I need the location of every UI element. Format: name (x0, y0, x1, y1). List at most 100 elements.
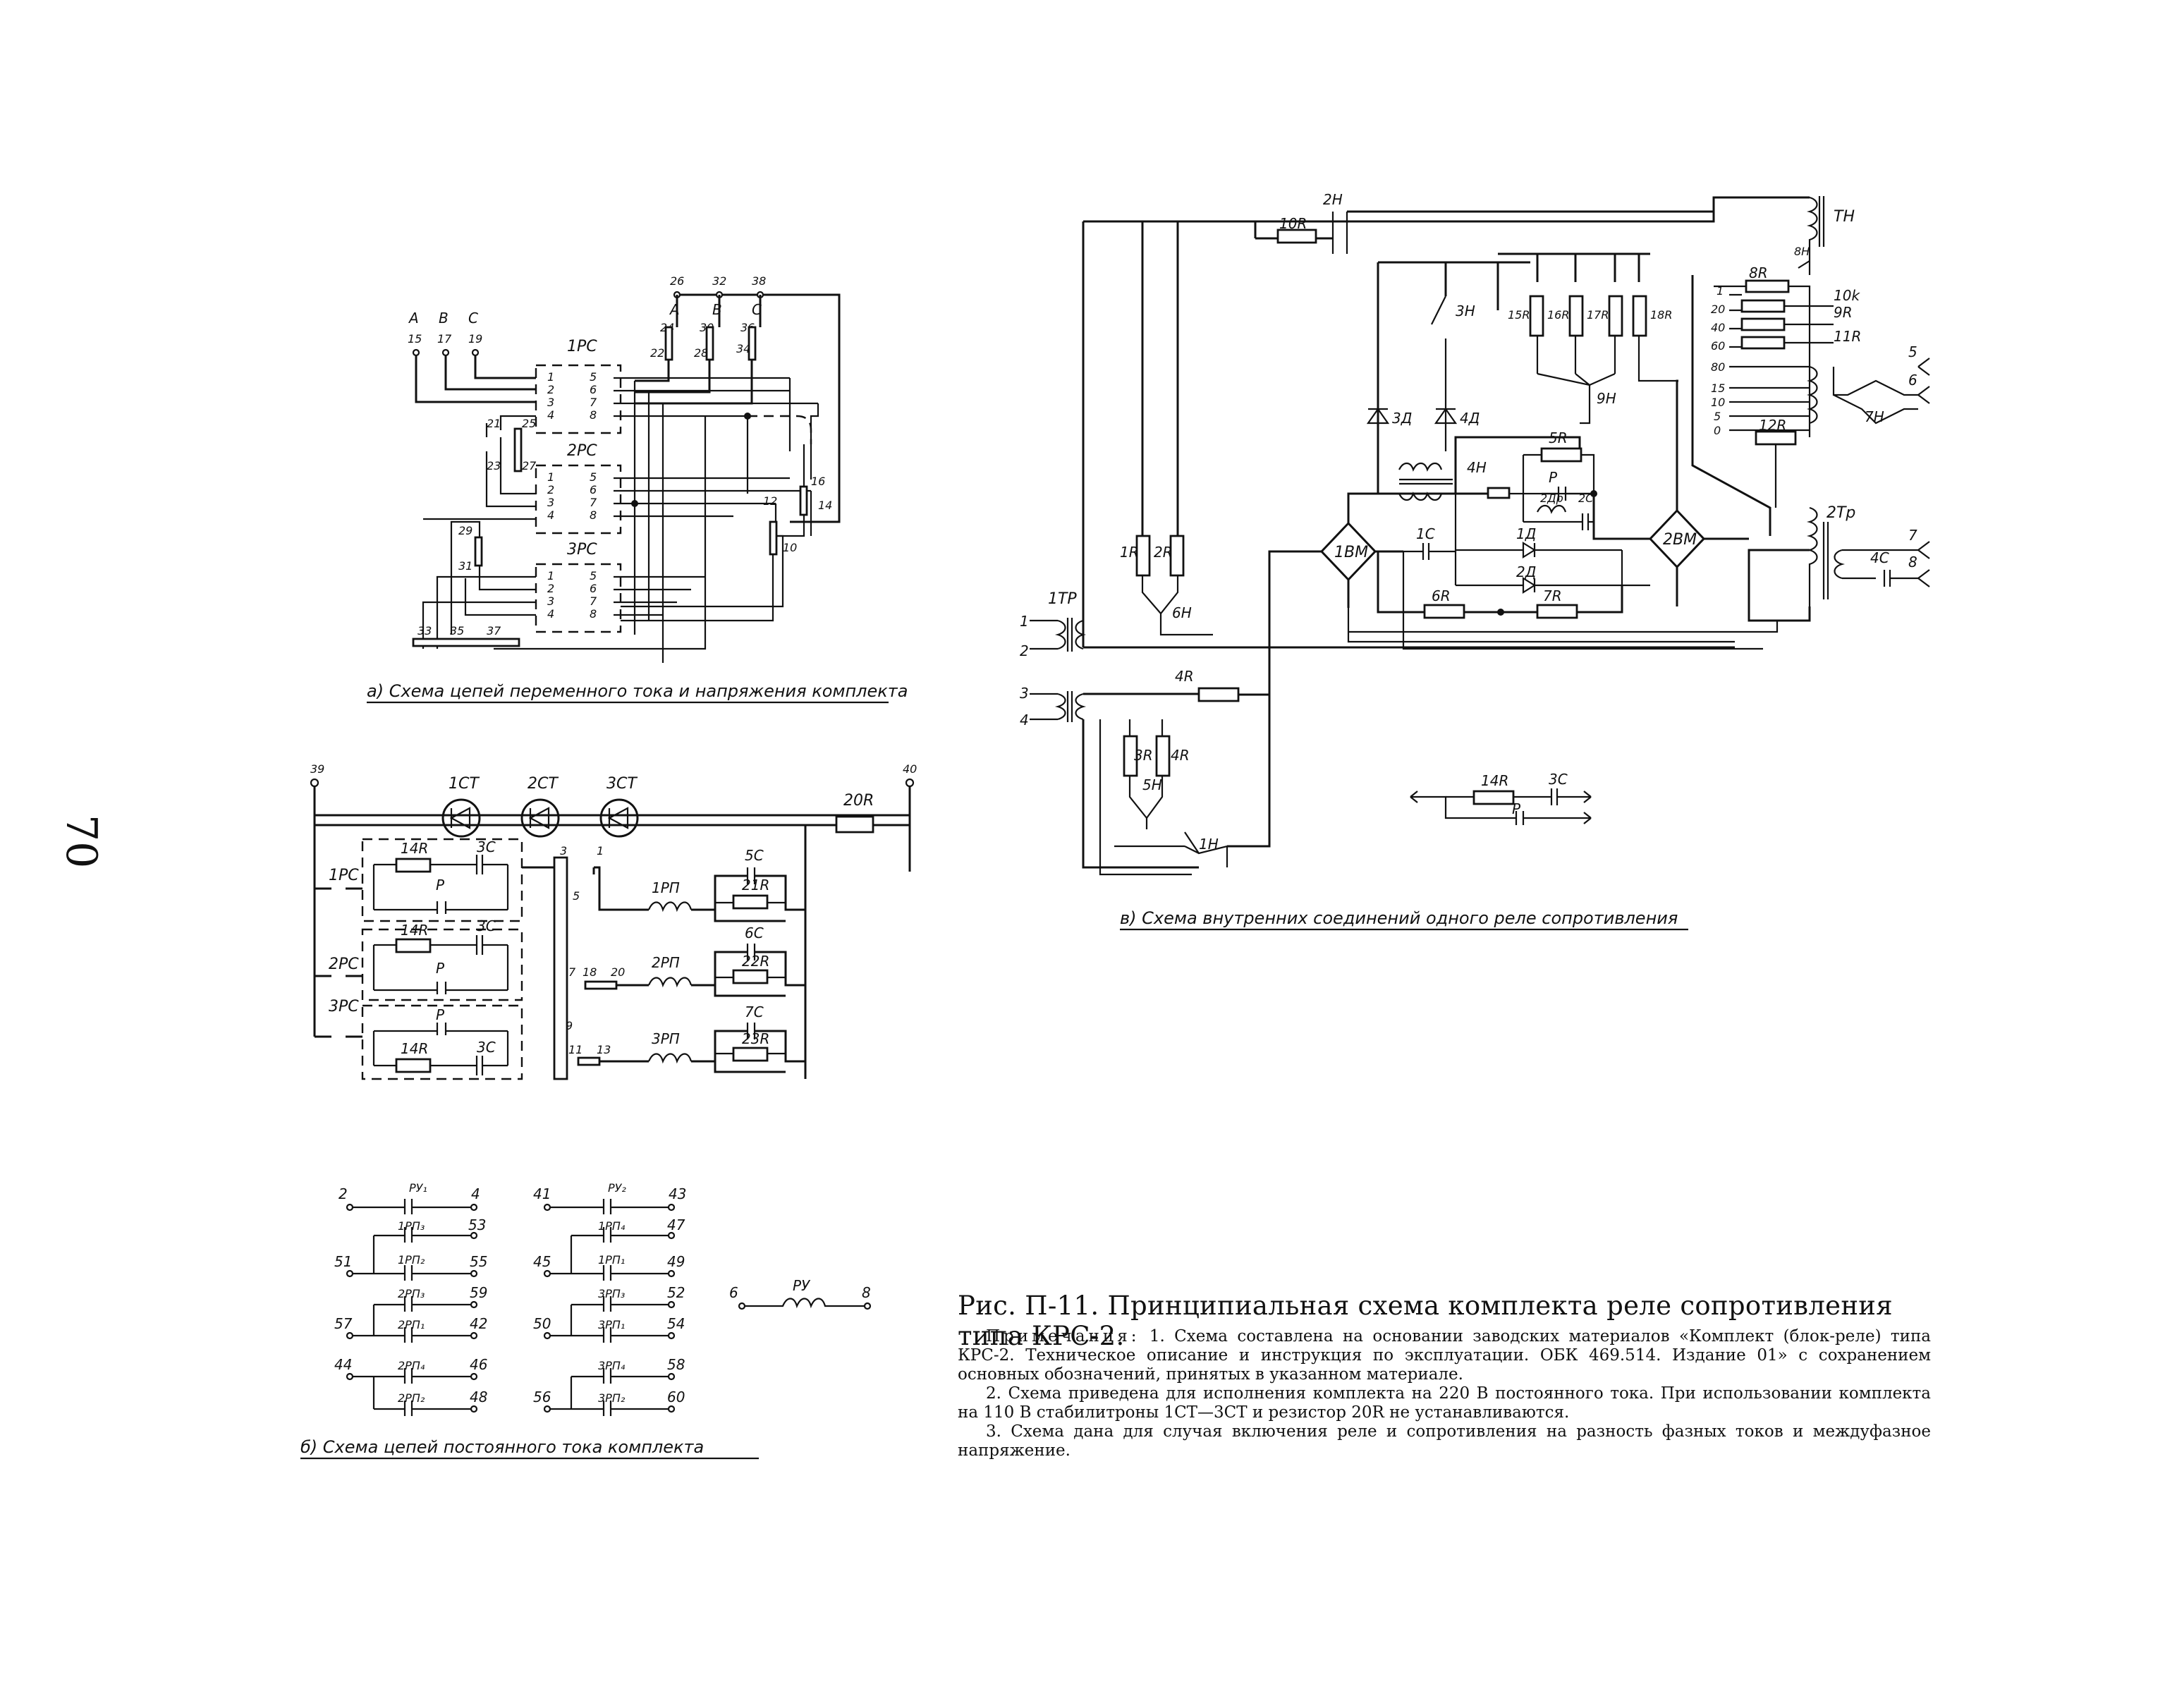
resistor-13r-label: 12R (1759, 417, 1786, 434)
relay-3rs-label: 3РС (567, 541, 597, 559)
coil-terminal-8: 8 (862, 1284, 871, 1301)
zener-3st-label: 3СТ (606, 775, 638, 793)
dc-terminal-50: 50 (533, 1315, 551, 1332)
terminal-34-label: 34 (736, 342, 750, 355)
pin-label: 3 (547, 496, 554, 509)
resistor-2r-label: 2R (1154, 544, 1173, 561)
dc-row-1-pin-b: 1 (597, 844, 604, 858)
dc-row-2-coil: 2РП (652, 954, 680, 971)
dc-terminal-53: 53 (468, 1216, 486, 1233)
dc-row-2-res: 22R (742, 953, 769, 970)
tap-10: 10 (1711, 396, 1725, 409)
dc-terminal-52: 52 (667, 1284, 685, 1301)
relay-p-label: Р (1549, 469, 1558, 486)
dc-row-2-relay: 2РС (329, 956, 359, 973)
switch-7n: 7Н 5 6 (1832, 343, 1930, 425)
tap-80: 80 (1711, 360, 1725, 374)
tap-10k-label: 10k (1834, 287, 1860, 304)
dc-terminal-44: 44 (334, 1356, 352, 1373)
switch-7n-label: 7Н (1865, 408, 1884, 425)
terminal-40-label: 40 (903, 762, 917, 776)
resistor-12r-label: 11R (1834, 328, 1861, 345)
resistor-10r: 10R 2Н (1255, 191, 1714, 254)
dc-terminal-55: 55 (470, 1253, 487, 1270)
relay-2rs-label: 2РС (567, 442, 597, 460)
pin-label: 2 (547, 483, 554, 496)
terminal-37-label: 37 (487, 624, 501, 638)
resistor-10r-label: 10R (1279, 215, 1307, 232)
resistor-17r-label: 17R (1587, 308, 1609, 322)
input-1-label: 1 (1020, 613, 1029, 630)
terminal-33-label: 33 (417, 624, 432, 638)
pin-label: 8 (590, 508, 597, 522)
dc-row-2-cap: 6С (745, 925, 764, 941)
dc-row-2-pin-a: 7 (568, 965, 576, 979)
terminal-19-label: 19 (468, 332, 482, 346)
terminal-27-label: 27 (522, 459, 537, 472)
pin-label: 6 (590, 383, 597, 396)
pin-label: 1 (547, 569, 554, 582)
dc-terminal-49: 49 (667, 1253, 685, 1270)
dc-terminal-56: 56 (533, 1389, 551, 1405)
terminal-14-label: 14 (818, 499, 832, 512)
tap-15: 15 (1711, 382, 1725, 395)
dc-row-1-pin-c: 5 (573, 889, 580, 903)
zener-3st: 3СТ (599, 775, 639, 838)
transformer-1tr: 1ТР 1 2 (1020, 590, 1086, 659)
transformer-1tr-label: 1ТР (1048, 590, 1077, 608)
bridge-2vm: 2ВМ (1592, 379, 1749, 606)
switch-4n-label: 4Н (1467, 459, 1487, 476)
dc-row-3-r: 14R (401, 1040, 428, 1057)
panel-v-caption: в) Схема внутренних соединений одного ре… (1120, 908, 1678, 928)
dc-row-3-relay: 3РС (329, 998, 359, 1015)
resistor-4r-label: 4R (1171, 747, 1190, 764)
dc-row-1-cap: 5С (745, 847, 764, 864)
switch-3n-label: 3Н (1456, 303, 1475, 319)
pin-label: 7 (590, 496, 597, 509)
pin-label: 4 (547, 607, 554, 621)
dc-terminal-2: 2 (339, 1185, 348, 1202)
input-3-label: 3 (1020, 685, 1029, 702)
relay-block-1rs: 1РС (535, 338, 622, 434)
terminal-23-label: 23 (487, 459, 501, 472)
phase-a-label: A (408, 310, 419, 327)
panel-b-right-column: 41 43 РУ₂ 1РП₄ 47 45 1РП₁ 49 3РП₃ 52 50 … (533, 1181, 686, 1416)
dc-terminal-45: 45 (533, 1253, 551, 1270)
phase-b-label: B (439, 310, 449, 327)
coil-ru: 6 8 РУ (729, 1277, 872, 1310)
diode-1d-label: 1Д (1516, 525, 1536, 542)
bridge-1vm: 1ВМ (1276, 492, 1403, 608)
contact-ru2: РУ₂ (608, 1181, 626, 1195)
dc-terminal-60: 60 (667, 1389, 685, 1405)
dc-terminal-58: 58 (667, 1356, 685, 1373)
diode-3d-label: 3Д (1392, 410, 1412, 427)
pin-label: 8 (590, 408, 597, 422)
dc-terminal-48: 48 (470, 1389, 487, 1405)
terminal-28-label: 28 (694, 346, 708, 360)
dc-row-1-relay: 1РС (329, 867, 359, 884)
dc-row-2-pin-b: 18 (583, 965, 597, 979)
pin-label: 2 (547, 383, 554, 396)
panel-dc: 39 40 1СТ 2СТ 3СТ 20R 1РС (310, 762, 917, 1080)
panel-a-phase-terminals: A B C 15 17 19 (408, 310, 536, 403)
switch-2n-label: 2Н (1323, 191, 1343, 208)
resistor-1r-label: 1R (1120, 544, 1139, 561)
switch-6n-label: 6Н (1172, 604, 1192, 621)
center-inductor: 4Н (1378, 436, 1594, 501)
resistor-8r-label: 7R (1543, 587, 1562, 604)
dc-row-2-pin-c: 20 (611, 965, 625, 979)
legend-3c-label: 3С (1549, 771, 1568, 788)
panel-b-caption: б) Схема цепей постоянного тока комплект… (300, 1437, 704, 1457)
cap-1c-label: 1С (1416, 525, 1435, 542)
legend-14r-label: 14R (1481, 772, 1508, 789)
terminal-29-label: 29 (458, 524, 472, 537)
panel-a-top-terminals: 26 32 38 A B C 24 22 30 28 36 34 (635, 274, 841, 523)
block-6r: 5R Р 2Др 2С (1522, 429, 1597, 530)
terminal-10-label: 10 (783, 541, 797, 554)
dc-row-1-coil: 1РП (652, 879, 680, 896)
dc-terminal-46: 46 (470, 1356, 487, 1373)
dc-row-1: 1РС 14R 3С Р 3 1 5 1РП 5С 21R (315, 838, 805, 922)
diode-2d-label: 2Д (1516, 563, 1536, 580)
zener-2st-label: 2СТ (527, 775, 559, 793)
contact-1rp1: 1РП₁ (598, 1253, 625, 1267)
